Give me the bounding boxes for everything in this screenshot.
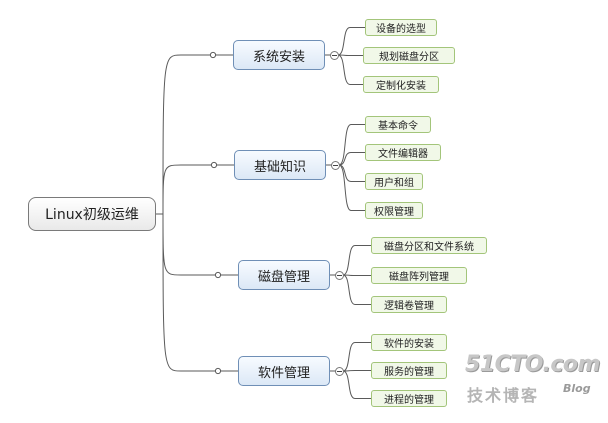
leaf-node[interactable]: 规划磁盘分区 xyxy=(363,47,455,64)
leaf-node-label: 进程的管理 xyxy=(384,395,434,406)
leaf-node[interactable]: 基本命令 xyxy=(365,116,431,133)
collapse-toggle[interactable] xyxy=(334,366,344,376)
leaf-node-label: 磁盘阵列管理 xyxy=(389,272,449,283)
leaf-node[interactable]: 磁盘分区和文件系统 xyxy=(371,237,487,254)
leaf-node[interactable]: 定制化安装 xyxy=(363,76,439,93)
leaf-node-label: 定制化安装 xyxy=(376,81,426,92)
leaf-connector xyxy=(342,342,371,372)
branch-connector xyxy=(162,164,214,215)
minus-icon xyxy=(331,54,337,56)
branch-node-4[interactable]: 软件管理 xyxy=(238,356,330,386)
leaf-connector xyxy=(337,54,363,56)
leaf-node[interactable]: 软件的安装 xyxy=(371,334,447,351)
leaf-node-label: 设备的选型 xyxy=(376,24,426,35)
collapse-toggle[interactable] xyxy=(334,270,344,280)
leaf-node[interactable]: 磁盘阵列管理 xyxy=(371,267,467,284)
branch-node-2-label: 基础知识 xyxy=(253,159,306,175)
root-node[interactable]: Linux初级运维 xyxy=(28,197,156,231)
leaf-node[interactable]: 文件编辑器 xyxy=(365,144,441,161)
leaf-connector xyxy=(342,245,371,276)
leaf-connector xyxy=(337,54,363,85)
leaf-node[interactable]: 逻辑卷管理 xyxy=(371,296,447,313)
collapse-toggle[interactable] xyxy=(329,50,339,60)
branch-node-3-label: 磁盘管理 xyxy=(257,269,310,285)
leaf-connector xyxy=(342,370,371,399)
leaf-node[interactable]: 服务的管理 xyxy=(371,362,447,379)
branch-connector xyxy=(162,54,213,215)
site-watermark: 51CTO.com 技术博客 Blog xyxy=(465,352,600,405)
branch-node-4-label: 软件管理 xyxy=(257,365,310,381)
branch-connector xyxy=(162,213,218,372)
leaf-connector xyxy=(338,164,365,211)
leaf-connector xyxy=(338,124,365,166)
leaf-node[interactable]: 用户和组 xyxy=(365,173,423,190)
leaf-node-label: 磁盘分区和文件系统 xyxy=(384,242,474,253)
leaf-connector xyxy=(342,370,371,372)
leaf-node[interactable]: 权限管理 xyxy=(365,202,423,219)
watermark-blog: Blog xyxy=(563,382,591,395)
branch-joint-dot xyxy=(209,51,217,59)
leaf-node-label: 服务的管理 xyxy=(384,367,434,378)
branch-node-2[interactable]: 基础知识 xyxy=(234,150,326,180)
leaf-node-label: 基本命令 xyxy=(378,121,418,132)
leaf-node-label: 文件编辑器 xyxy=(378,149,428,160)
leaf-node-label: 权限管理 xyxy=(374,207,414,218)
root-node-label: Linux初级运维 xyxy=(45,207,139,223)
branch-joint-dot xyxy=(214,367,222,375)
watermark-sub: 技术博客 xyxy=(467,386,540,405)
branch-joint-dot xyxy=(210,161,218,169)
collapse-toggle[interactable] xyxy=(330,160,340,170)
leaf-connector xyxy=(337,27,365,56)
leaf-node-label: 逻辑卷管理 xyxy=(384,301,434,312)
leaf-node-label: 规划磁盘分区 xyxy=(379,52,439,63)
watermark-site: 51CTO.com xyxy=(465,352,600,377)
branch-joint-dot xyxy=(214,271,222,279)
leaf-node[interactable]: 设备的选型 xyxy=(365,19,437,36)
branch-node-3[interactable]: 磁盘管理 xyxy=(238,260,330,290)
minus-icon xyxy=(332,164,338,166)
leaf-node[interactable]: 进程的管理 xyxy=(371,390,447,407)
minus-icon xyxy=(336,274,342,276)
leaf-connector xyxy=(342,274,371,276)
branch-node-1[interactable]: 系统安装 xyxy=(233,40,325,70)
leaf-connector xyxy=(342,274,371,305)
leaf-connector xyxy=(338,152,365,166)
minus-icon xyxy=(336,370,342,372)
leaf-node-label: 用户和组 xyxy=(374,178,414,189)
branch-connector xyxy=(162,213,218,276)
branch-node-1-label: 系统安装 xyxy=(252,49,305,65)
leaf-node-label: 软件的安装 xyxy=(384,339,434,350)
